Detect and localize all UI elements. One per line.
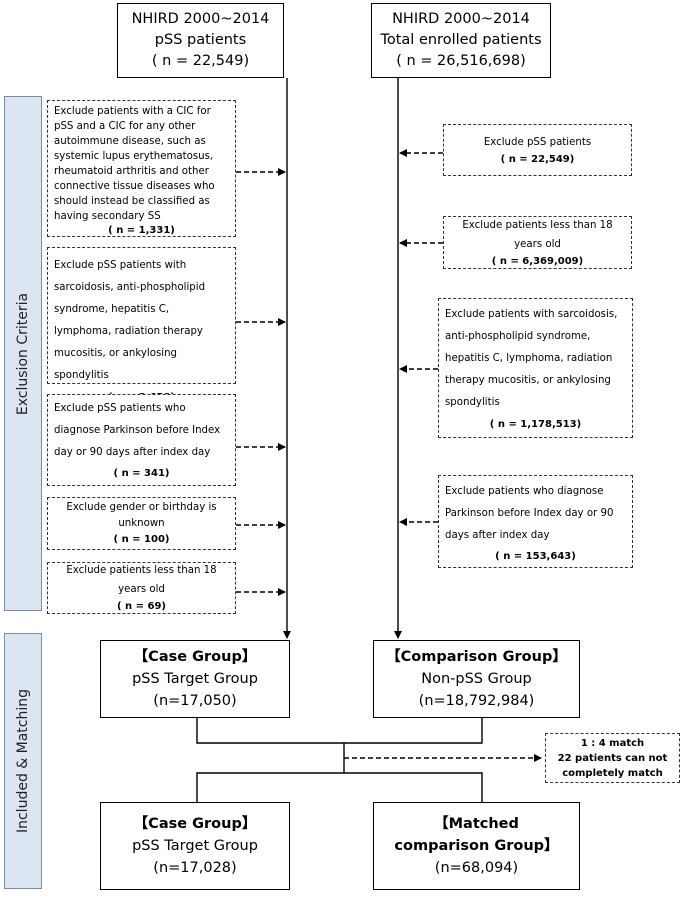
case-group-matched-name: pSS Target Group: [132, 838, 258, 854]
case-group-n: (n=17,050): [153, 693, 237, 709]
comparison-group-n: (n=18,792,984): [418, 693, 535, 709]
exclusion-criteria-sidebar: Exclusion Criteria: [4, 96, 42, 611]
matched-comparison-group-box: 【Matched comparison Group】 (n=68,094): [373, 802, 580, 890]
match-note-ratio: 1 : 4 match: [580, 737, 645, 749]
matched-comparison-header: 【Matched comparison Group】: [394, 816, 559, 854]
right-exclusion-text-2: Exclude patients less than 18 years old: [462, 219, 613, 250]
left-exclusion-box-2: Exclude pSS patients with sarcoidosis, a…: [47, 247, 236, 403]
left-exclusion-n-1: ( n = 1,331): [108, 225, 175, 236]
right-exclusion-n-3: ( n = 1,178,513): [489, 419, 582, 430]
left-exclusion-box-5: Exclude patients less than 18 years old …: [47, 562, 236, 614]
total-source-line2: Total enrolled patients: [380, 32, 542, 48]
matched-comparison-n: (n=68,094): [434, 860, 519, 876]
total-source-box: NHIRD 2000~2014 Total enrolled patients …: [371, 3, 551, 78]
case-group-header: 【Case Group】: [133, 649, 257, 665]
case-group-name: pSS Target Group: [132, 671, 258, 687]
total-source-line1: NHIRD 2000~2014: [392, 11, 530, 27]
left-exclusion-text-1: Exclude patients with a CIC for pSS and …: [54, 106, 215, 222]
exclusion-criteria-label: Exclusion Criteria: [15, 292, 31, 415]
left-exclusion-text-4: Exclude gender or birthday is unknown: [66, 501, 217, 529]
right-exclusion-n-1: ( n = 22,549): [500, 153, 575, 165]
match-note-unmatched: 22 patients can not completely match: [557, 752, 668, 779]
left-exclusion-text-3: Exclude pSS patients who diagnose Parkin…: [54, 403, 221, 458]
included-matching-sidebar: Included & Matching: [4, 633, 42, 889]
left-exclusion-text-5: Exclude patients less than 18 years old: [66, 565, 217, 595]
left-exclusion-box-1: Exclude patients with a CIC for pSS and …: [47, 100, 236, 237]
total-source-line3: ( n = 26,516,698): [396, 53, 526, 69]
comparison-group-box: 【Comparison Group】 Non-pSS Group (n=18,7…: [373, 640, 580, 718]
left-exclusion-n-5: ( n = 69): [117, 601, 166, 612]
comparison-group-header: 【Comparison Group】: [386, 649, 567, 665]
left-exclusion-n-3: ( n = 341): [113, 468, 170, 479]
right-exclusion-text-4: Exclude patients who diagnose Parkinson …: [445, 486, 614, 541]
case-group-matched-header: 【Case Group】: [133, 816, 257, 832]
right-exclusion-box-1: Exclude pSS patients ( n = 22,549): [443, 124, 632, 176]
left-exclusion-box-3: Exclude pSS patients who diagnose Parkin…: [47, 394, 236, 486]
pss-source-line3: ( n = 22,549): [151, 53, 250, 69]
right-exclusion-n-2: ( n = 6,369,009): [491, 255, 584, 267]
case-group-box: 【Case Group】 pSS Target Group (n=17,050): [100, 640, 290, 718]
included-matching-label: Included & Matching: [15, 688, 31, 834]
pss-source-line2: pSS patients: [154, 32, 247, 48]
left-exclusion-box-4: Exclude gender or birthday is unknown ( …: [47, 497, 236, 550]
split-bracket: [196, 772, 483, 802]
right-exclusion-box-3: Exclude patients with sarcoidosis, anti-…: [438, 298, 633, 438]
right-exclusion-text-1: Exclude pSS patients: [483, 136, 592, 148]
case-group-matched-box: 【Case Group】 pSS Target Group (n=17,028): [100, 802, 290, 890]
match-note-box: 1 : 4 match 22 patients can not complete…: [545, 733, 680, 783]
right-exclusion-box-4: Exclude patients who diagnose Parkinson …: [438, 475, 633, 568]
right-exclusion-text-3: Exclude patients with sarcoidosis, anti-…: [445, 309, 618, 408]
merge-bracket: [196, 718, 483, 744]
case-group-matched-n: (n=17,028): [153, 860, 237, 876]
right-exclusion-box-2: Exclude patients less than 18 years old …: [443, 216, 632, 269]
pss-source-box: NHIRD 2000~2014 pSS patients ( n = 22,54…: [117, 3, 284, 78]
right-exclusion-n-4: ( n = 153,643): [495, 551, 576, 562]
left-exclusion-text-2: Exclude pSS patients with sarcoidosis, a…: [54, 260, 206, 381]
comparison-group-name: Non-pSS Group: [421, 671, 532, 687]
left-exclusion-n-4: ( n = 100): [113, 533, 170, 545]
pss-source-line1: NHIRD 2000~2014: [131, 11, 270, 27]
